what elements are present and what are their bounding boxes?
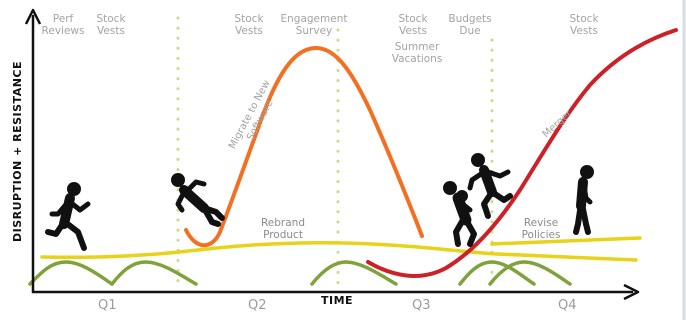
green-bump-1	[28, 260, 114, 286]
yellow-wave-main	[40, 241, 500, 260]
label-merger: Merger	[541, 108, 575, 140]
yellow-wave-tail	[496, 252, 638, 262]
green-bump-4	[458, 260, 536, 286]
quarter-dividers	[176, 16, 494, 292]
y-axis-arrowhead	[24, 8, 42, 25]
orange-migrate-curve	[184, 45, 424, 248]
struggling-person-icon	[443, 181, 477, 247]
standing-person-icon	[573, 165, 594, 235]
falling-person-icon	[171, 173, 225, 227]
quarter-label-q4: Q4	[558, 298, 577, 313]
x-axis-arrowhead	[623, 283, 640, 301]
running-person-icon	[45, 182, 91, 251]
quarter-label-q2: Q2	[248, 298, 267, 313]
green-bumps	[28, 260, 572, 286]
y-axis-title: DISRUPTION + RESISTANCE	[11, 61, 24, 242]
green-bump-5	[488, 260, 572, 286]
quarter-label-q1: Q1	[98, 298, 117, 313]
yellow-lines	[40, 236, 642, 262]
quarter-label-q3: Q3	[412, 298, 431, 313]
axes	[31, 14, 634, 294]
green-bump-3	[310, 260, 398, 286]
yellow-wave-revise	[490, 236, 642, 246]
x-axis-title: TIME	[321, 294, 353, 307]
red-merger-curve	[366, 28, 678, 278]
pushing-person-icon	[467, 153, 513, 219]
green-bump-2	[110, 260, 198, 286]
